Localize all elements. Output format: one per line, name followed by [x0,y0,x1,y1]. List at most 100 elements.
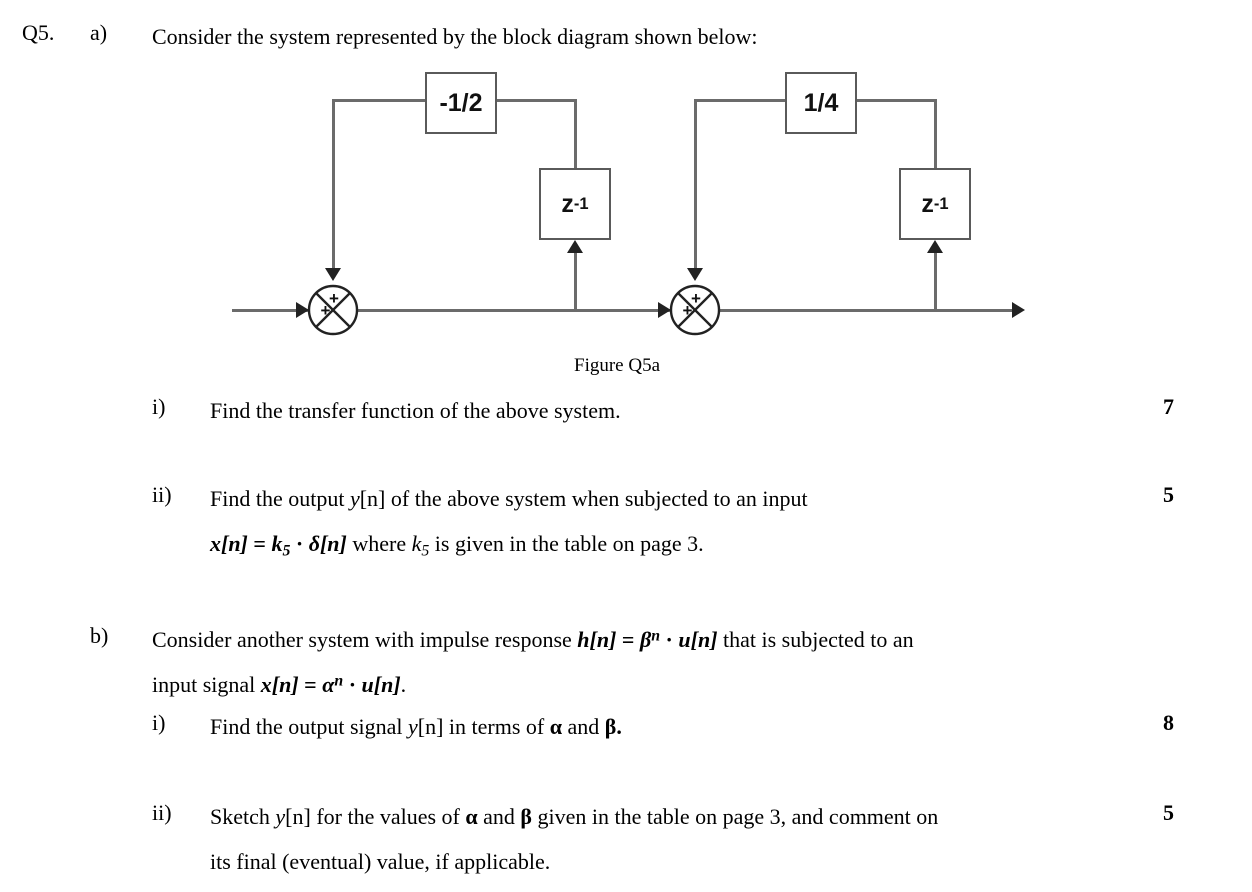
b-i-beta: β [604,714,617,739]
b-ii-bracket: [n] [285,804,311,829]
b-i-y: y [408,714,418,739]
output-arrow-icon [1012,302,1025,318]
a-ii-line1-pre: Find the output [210,486,350,511]
feedback-wire-top-right [695,99,787,102]
delay-1-input-arrow-icon [567,240,583,253]
item-b-ii-marker: ii) [152,800,172,825]
b-stem-line1-pre: Consider another system with impulse res… [152,627,578,652]
svg-text:+: + [691,289,701,308]
delay-block-1: z-1 [539,168,611,240]
gain-2-to-delay-wire [934,99,937,169]
gain-block-2: 1/4 [785,72,857,134]
item-a-ii-marker: ii) [152,482,172,507]
b-i-pre: Find the output signal [210,714,408,739]
a-ii-eq-k-sub: 5 [282,542,291,560]
part-a-stem: Consider the system represented by the b… [152,24,758,49]
b-stem-alpha-exp: n [334,672,344,690]
item-b-i-text: Find the output signal y[n] in terms of … [210,710,1110,743]
a-ii-eq-delta: δ[n] [308,531,347,556]
b-ii-beta: β [520,804,533,829]
summer-2-input-arrow-icon [658,302,671,318]
item-a-ii-marks: 5 [1163,482,1174,507]
feedback-wire-top-left [333,99,427,102]
b-stem-dot2: · [343,672,362,697]
delay-block-2: z-1 [899,168,971,240]
item-b-ii-marks: 5 [1163,800,1174,825]
b-ii-pre: Sketch [210,804,276,829]
part-b-stem-line2: input signal x[n] = αn · u[n]. [152,668,1142,701]
part-a-label: a) [90,20,108,45]
delay-block-1-label: z [561,189,574,218]
item-a-i-text: Find the transfer function of the above … [210,398,621,423]
a-ii-post-rest: is given in the table on page 3. [429,531,704,556]
gain-block-1: -1/2 [425,72,497,134]
a-ii-post-k-sub: 5 [421,542,430,560]
b-i-post: . [616,714,622,739]
figure-caption: Figure Q5a [574,355,661,376]
question-number: Q5. [22,20,55,45]
b-stem-x: x[n] [260,672,299,697]
feedback-wire-down-left [332,99,335,275]
b-i-mid: in terms of [443,714,550,739]
b-stem-line2-pre: input signal [152,672,261,697]
part-b-stem-line1: Consider another system with impulse res… [152,623,1142,656]
main-wire-mid [356,309,672,312]
b-i-alpha: α [549,714,563,739]
b-stem-line2-post: . [400,672,407,697]
summer-2: + + [669,284,721,336]
item-a-i-marks: 7 [1163,394,1174,419]
b-stem-dot: · [660,627,679,652]
b-ii-mid: for the values of [310,804,466,829]
gain-block-2-label: 1/4 [803,88,839,117]
input-wire [232,309,310,312]
item-b-ii-line1: Sketch y[n] for the values of α and β gi… [210,800,1130,833]
b-i-bracket: [n] [417,714,444,739]
a-ii-eq-dot: · [290,531,309,556]
gain-1-output-wire [497,99,577,102]
svg-text:+: + [683,301,693,320]
item-a-ii-line1: Find the output y[n] of the above system… [210,482,1110,515]
b-ii-and: and [477,804,521,829]
gain-1-to-delay-wire [574,99,577,169]
b-stem-alpha: α [322,672,335,697]
feedback-arrow-down-left-icon [325,268,341,281]
a-ii-eq-x: x[n] [210,531,248,556]
b-stem-u: u[n] [678,627,718,652]
a-ii-post-pre: where [346,531,412,556]
gain-2-output-wire [857,99,937,102]
b-ii-post: given in the table on page 3, and commen… [532,804,939,829]
b-stem-beta-exp: n [651,627,661,645]
delay-2-input-wire [934,248,937,310]
delay-block-1-exponent: -1 [573,194,589,213]
a-ii-line1-post: of the above system when subjected to an… [385,486,808,511]
summer-1: + + [307,284,359,336]
delay-1-input-wire [574,248,577,310]
item-a-i-marker: i) [152,394,166,419]
b-stem-line1-post: that is subjected to an [717,627,914,652]
gain-block-1-label: -1/2 [439,88,483,117]
delay-block-2-label: z [921,189,934,218]
item-b-i-marks: 8 [1163,710,1174,735]
b-stem-h: h[n] [577,627,617,652]
feedback-arrow-down-right-icon [687,268,703,281]
delay-2-input-arrow-icon [927,240,943,253]
b-ii-alpha: α [465,804,478,829]
svg-text:+: + [321,301,331,320]
a-ii-post-k: k [411,531,422,556]
delay-block-2-exponent: -1 [933,194,949,213]
b-stem-eq: = [616,627,640,652]
b-stem-beta: β [639,627,652,652]
feedback-wire-down-right [694,99,697,275]
b-ii-y: y [275,804,286,829]
svg-text:+: + [329,289,339,308]
b-stem-u2: u[n] [361,672,401,697]
output-wire [718,309,1018,312]
item-b-ii-line2: its final (eventual) value, if applicabl… [210,849,551,874]
item-a-ii-line2: x[n] = k5 · δ[n] where k5 is given in th… [210,527,1110,563]
block-diagram-figure: -1/2 z-1 + + [0,0,1252,360]
a-ii-line1-y: y [349,486,360,511]
part-b-label: b) [90,623,109,648]
b-i-and: and [562,714,605,739]
item-b-i-marker: i) [152,710,166,735]
